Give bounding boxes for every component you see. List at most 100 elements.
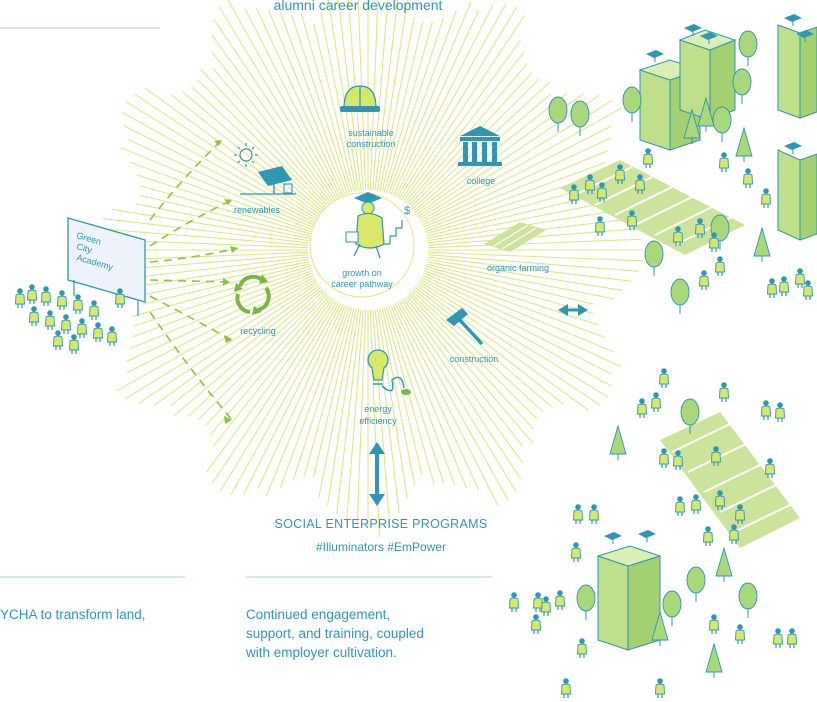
sunburst-ray xyxy=(426,194,596,237)
sunburst-ray xyxy=(383,307,435,486)
sunburst-ray xyxy=(318,308,357,498)
sunburst-ray xyxy=(102,218,309,244)
sunburst-ray xyxy=(414,92,568,214)
sunburst-ray xyxy=(400,299,522,480)
sunburst-ray xyxy=(191,86,325,210)
sunburst-ray xyxy=(414,286,564,405)
sunburst-ray xyxy=(255,7,344,196)
sunburst-ray xyxy=(144,87,320,216)
sunburst-ray xyxy=(153,284,320,406)
construction-label: construction xyxy=(450,354,499,364)
sunburst-ray xyxy=(402,298,524,464)
sunburst-ray xyxy=(327,309,360,506)
vertical-double-arrow-icon xyxy=(369,442,385,506)
sunburst-ray xyxy=(173,288,323,417)
farm-field-icon xyxy=(484,222,546,252)
sunburst-ray xyxy=(280,13,348,194)
sunburst-ray xyxy=(170,286,322,406)
header-title: alumni career development xyxy=(274,0,443,13)
sunburst-ray xyxy=(212,296,332,447)
lightbulb-icon xyxy=(367,349,411,395)
sunburst-ray xyxy=(423,149,609,228)
sunburst-ray xyxy=(386,17,445,194)
sunburst-ray xyxy=(417,282,601,406)
sunburst-ray xyxy=(213,19,336,201)
sunburst-ray xyxy=(416,284,590,412)
sunburst-ray xyxy=(320,12,357,192)
sunburst-ray xyxy=(427,251,644,262)
sunburst-ray xyxy=(137,282,319,405)
sunburst-ray xyxy=(427,254,639,272)
sunburst-ray xyxy=(427,227,648,246)
sunburst-ray xyxy=(181,90,323,212)
sunburst-ray xyxy=(257,304,344,489)
sunburst-ray xyxy=(211,51,332,204)
sunburst-ray xyxy=(388,10,457,194)
sustainable-construction-label-2: construction xyxy=(347,139,396,149)
sunburst-ray xyxy=(140,185,311,235)
energy-efficiency-label-1: energy xyxy=(364,404,392,414)
caption-left: YCHA to transform land, xyxy=(0,605,210,624)
sunburst-ray xyxy=(300,12,353,193)
sunburst-ray xyxy=(197,79,326,208)
sunburst-ray xyxy=(418,280,609,398)
sunburst-ray xyxy=(376,0,409,191)
sunburst-ray xyxy=(126,274,314,362)
sunburst-ray xyxy=(369,0,379,191)
sunburst-ray xyxy=(133,268,312,327)
sunburst-ray xyxy=(406,295,534,444)
sunburst-ray xyxy=(219,300,338,492)
sunburst-ray xyxy=(392,304,480,491)
sunburst-ray xyxy=(347,0,364,191)
sunburst-ray xyxy=(230,302,340,496)
solar-panel-icon xyxy=(234,143,296,195)
hardhat-icon xyxy=(340,85,380,112)
academy-line-2: City xyxy=(75,241,93,255)
sunburst-ray xyxy=(424,270,605,338)
sunburst-ray xyxy=(396,302,510,502)
caption-middle-line-2: support, and training, coupled xyxy=(246,626,424,641)
sunburst-ray xyxy=(346,309,364,522)
sunburst-ray xyxy=(398,300,517,493)
sunburst-ray xyxy=(427,256,632,282)
sunburst-ray xyxy=(374,309,400,514)
sunburst-ray xyxy=(383,21,433,193)
sunburst-ray xyxy=(131,261,310,298)
college-label: college xyxy=(467,176,496,186)
sunburst-ray xyxy=(118,258,309,291)
sunburst-ray xyxy=(132,270,312,338)
sunburst-ray xyxy=(390,305,468,489)
sunburst-ray xyxy=(140,194,310,237)
sunburst-ray xyxy=(336,309,362,515)
sunburst-ray xyxy=(303,307,353,477)
sunburst-ray xyxy=(115,278,316,392)
sunburst-ray xyxy=(124,280,318,400)
sunburst-ray xyxy=(268,10,346,195)
sunburst-ray xyxy=(211,34,334,202)
sunburst-ray xyxy=(376,309,408,499)
sunburst-ray xyxy=(417,94,600,218)
sunburst-ray xyxy=(426,263,594,305)
sunburst-ray xyxy=(279,306,348,488)
sunburst-ray xyxy=(206,298,334,473)
sunburst-ray xyxy=(187,290,325,418)
sunburst-ray xyxy=(170,94,322,214)
sunburst-ray xyxy=(120,147,313,228)
sunburst-ray xyxy=(411,81,551,210)
caption-middle: Continued engagement, support, and train… xyxy=(246,605,506,662)
sunburst-ray xyxy=(372,0,389,191)
sunburst-ray xyxy=(426,261,615,300)
sunburst-ray xyxy=(392,9,480,196)
sunburst-ray xyxy=(426,202,607,239)
sunburst-ray xyxy=(205,293,328,427)
sunburst-ray xyxy=(126,276,315,374)
sunburst-ray xyxy=(422,274,622,368)
sunburst-ray xyxy=(427,258,623,291)
sunburst-ray xyxy=(386,306,445,484)
sunburst-ray xyxy=(379,308,416,486)
caption-middle-line-1: Continued engagement, xyxy=(246,607,391,622)
dashed-arrows xyxy=(149,139,239,421)
caption-left-text: YCHA to transform land, xyxy=(0,607,146,622)
sunburst-ray xyxy=(421,125,612,224)
sunburst-ray xyxy=(374,0,399,191)
